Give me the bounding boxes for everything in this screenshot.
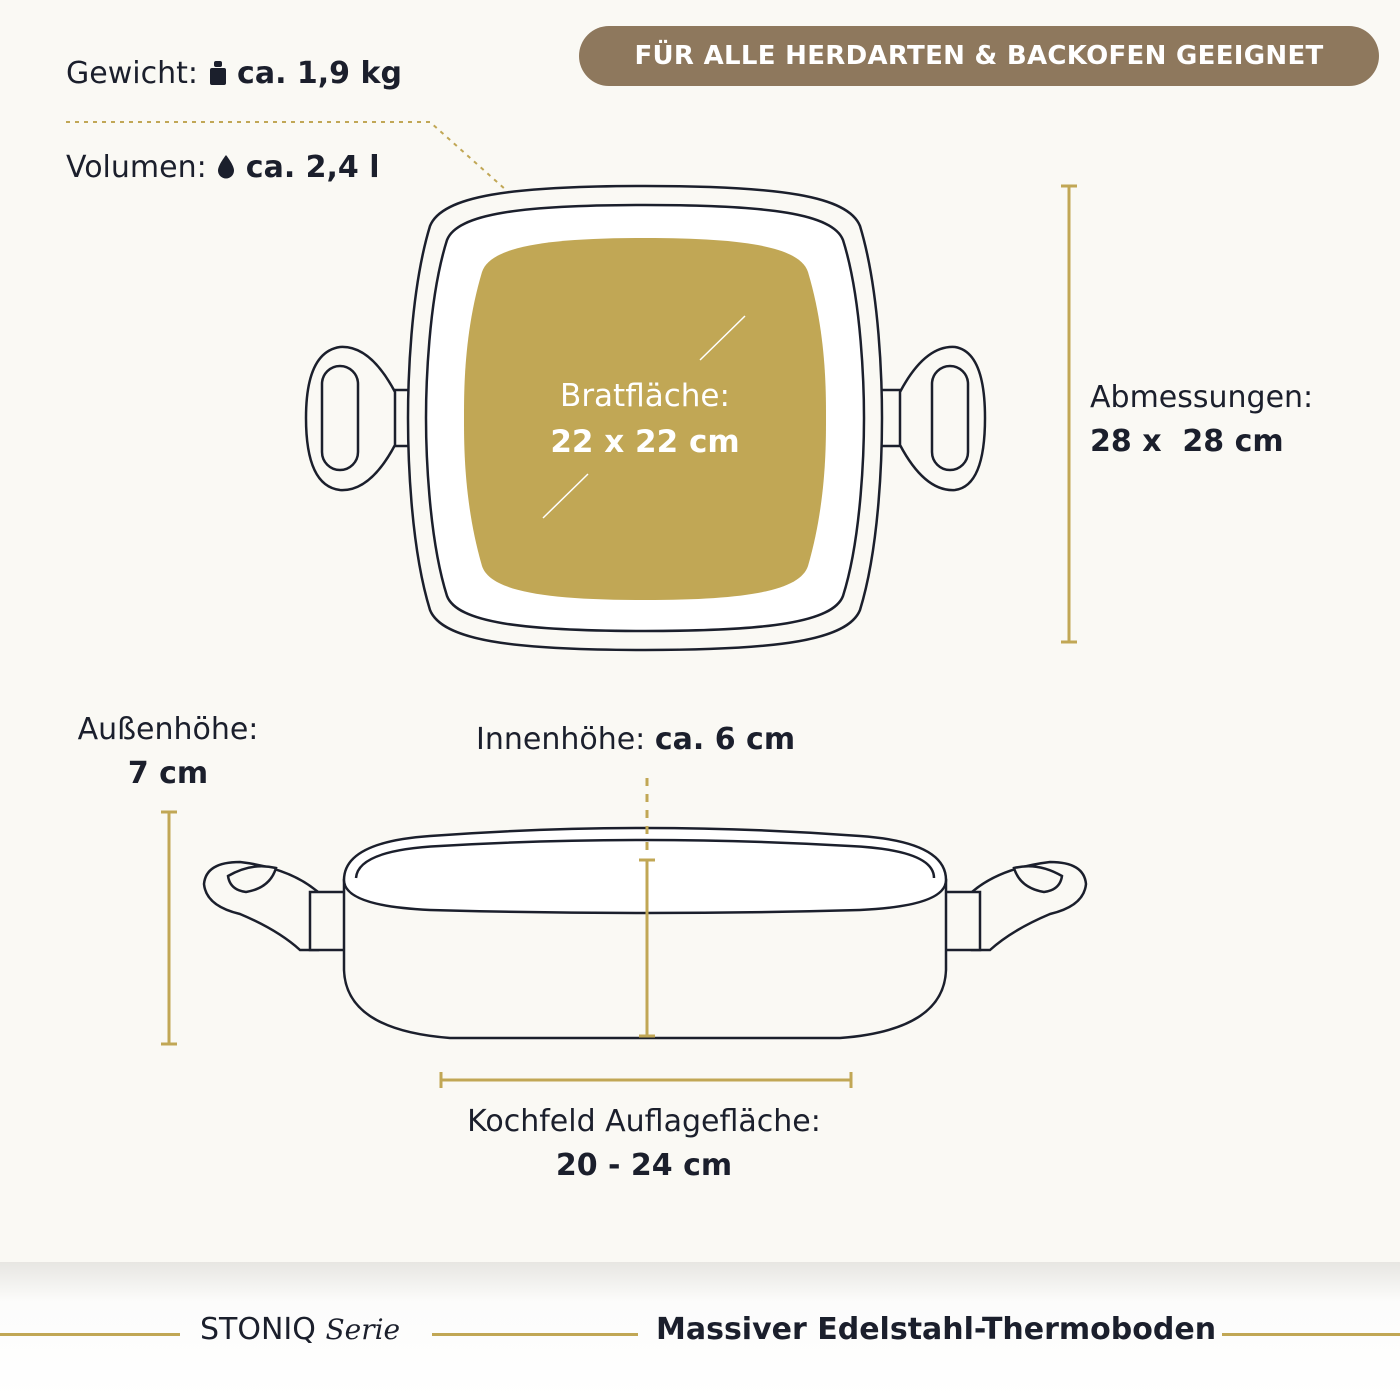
outer-height-value: 7 cm [127, 756, 209, 791]
hob-contact-value: 20 - 24 cm [555, 1148, 733, 1183]
cooking-surface-area [464, 238, 826, 600]
dimensions-text: Abmessungen: 28 x 28 cm [1090, 376, 1313, 464]
surface-diagonal-bottom [542, 473, 589, 519]
right-handle-side [938, 860, 1088, 952]
outer-height-line [161, 810, 177, 1046]
cooking-surface-value: 22 x 22 cm [550, 424, 739, 460]
weight-value: ca. 1,9 kg [237, 56, 402, 91]
series-name-text: STONIQ [200, 1312, 316, 1347]
inner-height-line [639, 778, 655, 1038]
series-suffix: Serie [325, 1313, 401, 1346]
left-handle-side [202, 860, 352, 952]
footer-line-right [1222, 1333, 1400, 1336]
series-name: STONIQ Serie [200, 1312, 400, 1347]
pan-side-body [342, 878, 948, 1040]
dimension-line-vertical [1061, 184, 1077, 644]
dimensions-value: 28 x 28 cm [1090, 424, 1284, 459]
footer-background [0, 1262, 1400, 1400]
pan-diagram: Bratfläche: 22 x 22 cm [66, 121, 1088, 1088]
left-handle-top [304, 345, 420, 492]
weight-label: Gewicht: [66, 56, 198, 91]
weight-icon [209, 61, 226, 85]
pan-side-rim [342, 826, 948, 915]
right-handle-top [872, 345, 987, 492]
suitability-badge: FÜR ALLE HERDARTEN & BACKOFEN GEEIGNET [579, 26, 1379, 86]
feature-text: Massiver Edelstahl-Thermoboden [656, 1312, 1217, 1347]
dimensions-label: Abmessungen: [1090, 380, 1314, 415]
drop-icon [218, 155, 235, 179]
inner-height-value: ca. 6 cm [654, 722, 796, 757]
surface-diagonal-top [699, 315, 746, 361]
inner-height-label: Innenhöhe: [476, 722, 646, 757]
pan-side-view [202, 826, 1088, 1040]
suitability-badge-text: FÜR ALLE HERDARTEN & BACKOFEN GEEIGNET [634, 41, 1324, 71]
spec-leader-line [66, 121, 516, 199]
volume-value: ca. 2,4 l [245, 150, 380, 185]
hob-contact-label: Kochfeld Auflagefläche: [467, 1104, 821, 1139]
footer-line-left [0, 1333, 180, 1336]
volume-spec: Volumen: ca. 2,4 l [66, 150, 380, 185]
cooking-surface-label: Bratfläche: [560, 378, 730, 414]
footer-line-middle [432, 1333, 638, 1336]
hob-contact-line [439, 1072, 853, 1088]
hob-contact-text: Kochfeld Auflagefläche: 20 - 24 cm [394, 1100, 894, 1188]
volume-label: Volumen: [66, 150, 207, 185]
outer-height-label: Außenhöhe: [77, 712, 259, 747]
inner-height-text: Innenhöhe: ca. 6 cm [476, 718, 795, 762]
outer-height-text: Außenhöhe: 7 cm [48, 708, 288, 796]
weight-spec: Gewicht: ca. 1,9 kg [66, 56, 402, 91]
